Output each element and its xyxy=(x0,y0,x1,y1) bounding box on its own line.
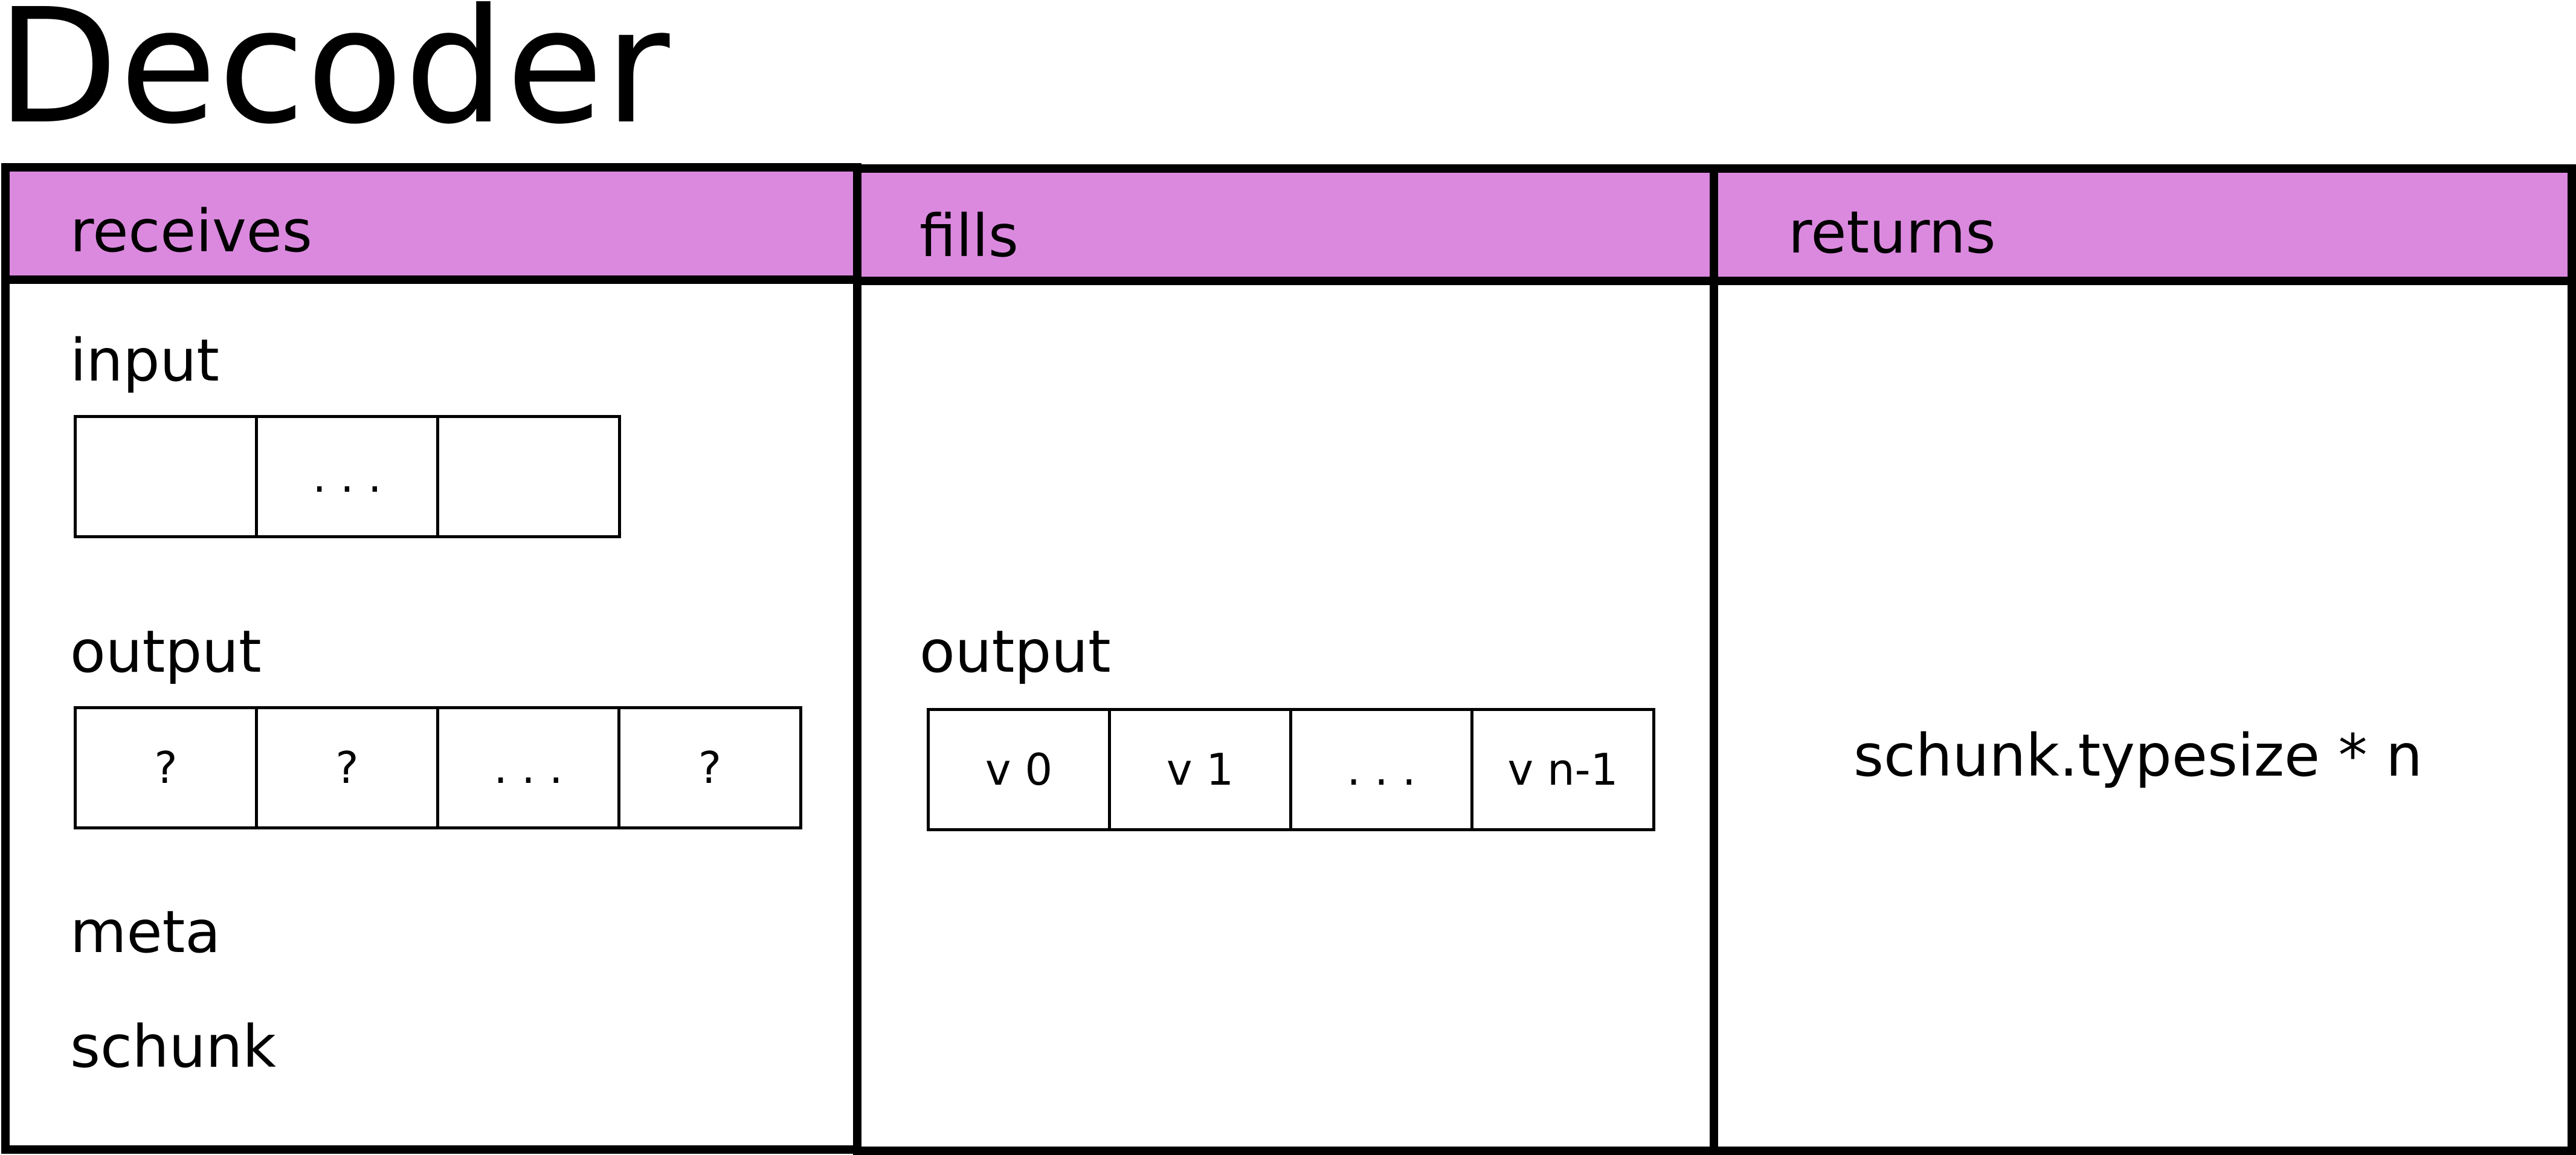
diagram-title: Decoder xyxy=(0,0,671,159)
returns-header-label: returns xyxy=(1788,199,1996,266)
receives-header-label: receives xyxy=(70,198,312,265)
output-label: output xyxy=(919,618,1111,686)
output-buffer-unknown: ? ? . . . ? xyxy=(74,706,802,829)
fills-header: fills xyxy=(861,173,1711,285)
return-expression: schunk.typesize * n xyxy=(1853,722,2423,790)
input-label: input xyxy=(70,327,219,394)
input-buffer: . . . xyxy=(74,415,621,538)
fills-panel: fills output v 0 v 1 . . . v n-1 xyxy=(853,164,1719,1155)
receives-panel: receives input . . . output ? ? . . . ? … xyxy=(1,163,861,1154)
output-buffer-filled: v 0 v 1 . . . v n-1 xyxy=(927,708,1655,831)
input-cell xyxy=(439,418,618,535)
value-cell: . . . xyxy=(1292,711,1473,828)
value-cell: v 0 xyxy=(930,711,1111,828)
returns-header: returns xyxy=(1718,173,2568,285)
output-cell: ? xyxy=(258,709,439,826)
output-cell: . . . xyxy=(439,709,620,826)
schunk-label: schunk xyxy=(70,1013,276,1081)
receives-header: receives xyxy=(10,172,853,284)
value-cell: v 1 xyxy=(1111,711,1292,828)
output-label: output xyxy=(70,618,262,686)
input-cell xyxy=(77,418,258,535)
meta-label: meta xyxy=(70,898,221,966)
input-cell: . . . xyxy=(258,418,439,535)
returns-panel: returns schunk.typesize * n xyxy=(1710,164,2576,1155)
output-cell: ? xyxy=(77,709,258,826)
output-cell: ? xyxy=(698,742,722,793)
fills-header-label: fills xyxy=(919,202,1019,270)
value-cell: v n-1 xyxy=(1507,744,1618,795)
